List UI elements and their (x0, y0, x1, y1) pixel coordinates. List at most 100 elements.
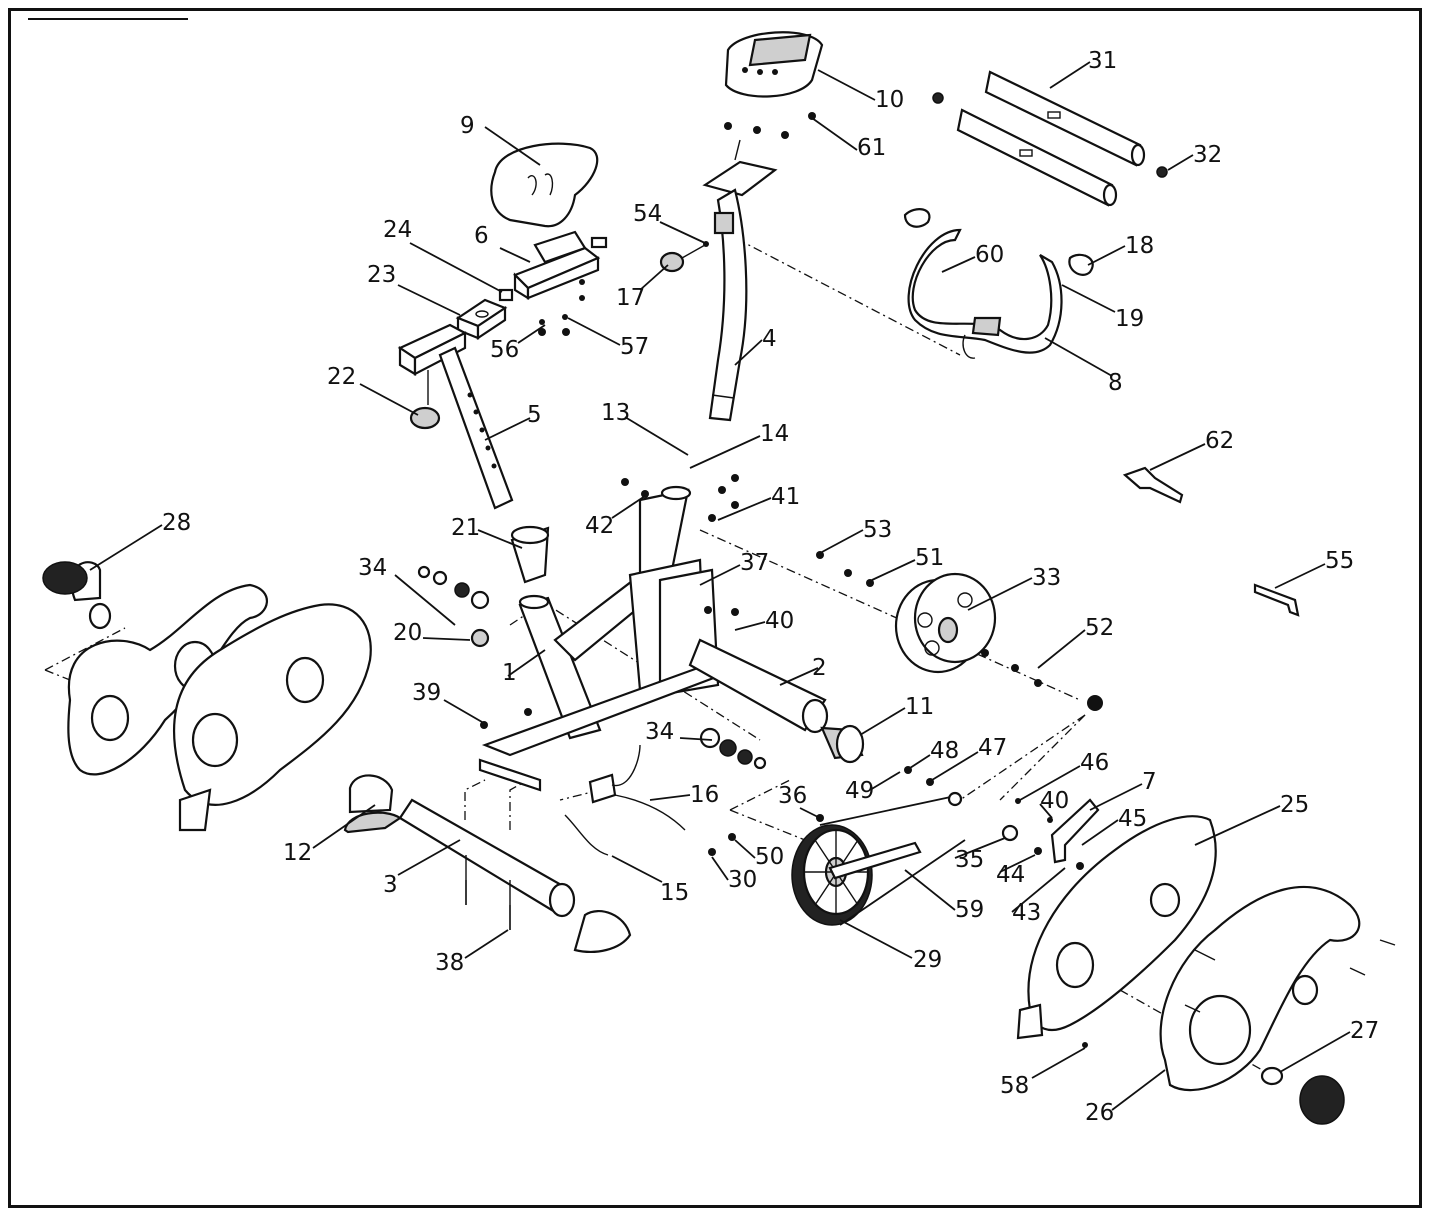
leader-line (1011, 867, 1066, 913)
leader-line (1194, 805, 1281, 846)
part-number-18: 18 (1125, 233, 1154, 259)
part-number-6: 6 (474, 223, 489, 249)
part-number-21: 21 (451, 515, 480, 541)
part-number-33: 33 (1032, 565, 1061, 591)
leader-line (941, 256, 976, 273)
part-number-59: 59 (955, 897, 984, 923)
front-stabilizer (398, 798, 632, 953)
part-number-16: 16 (690, 782, 719, 808)
part-number-56: 56 (490, 337, 519, 363)
part-number-40: 40 (765, 608, 794, 634)
leader-line (484, 417, 531, 441)
idler-bracket (947, 791, 1100, 864)
leader-line (909, 754, 931, 769)
part-number-12: 12 (283, 840, 312, 866)
part-number-40: 40 (1040, 788, 1069, 814)
leader-line (443, 699, 483, 723)
part-number-31: 31 (1088, 48, 1117, 74)
leader-line (1274, 563, 1326, 589)
right-chain-cover (1016, 815, 1217, 1040)
leader-line (484, 126, 541, 166)
leader-line (1019, 765, 1081, 801)
right-pedal (1260, 1066, 1345, 1125)
part-number-43: 43 (1012, 900, 1041, 926)
part-number-49: 49 (845, 778, 874, 804)
leader-line (799, 807, 821, 819)
allen-key (1253, 583, 1300, 617)
leader-line (717, 497, 772, 521)
leader-line (1044, 337, 1113, 377)
part-number-50: 50 (755, 844, 784, 870)
leader-line (859, 707, 906, 736)
part-number-15: 15 (660, 880, 689, 906)
part-number-11: 11 (905, 694, 934, 720)
diagram-frame (8, 8, 1422, 1208)
part-number-32: 32 (1193, 142, 1222, 168)
leader-line (734, 621, 766, 631)
leader-line (811, 117, 858, 151)
leader-line (397, 839, 461, 876)
part-number-2: 2 (812, 655, 827, 681)
part-number-34: 34 (645, 719, 674, 745)
part-number-14: 14 (760, 421, 789, 447)
leader-line (89, 524, 163, 571)
leader-line (1111, 1069, 1166, 1111)
part-number-27: 27 (1350, 1018, 1379, 1044)
leader-line (1167, 154, 1194, 171)
part-number-29: 29 (913, 947, 942, 973)
leader-line (954, 837, 1006, 859)
part-number-39: 39 (412, 680, 441, 706)
leader-line (1089, 783, 1143, 811)
leader-line (611, 855, 663, 883)
leader-line (871, 559, 916, 581)
leader-line (422, 637, 471, 641)
part-number-28: 28 (162, 510, 191, 536)
part-number-53: 53 (863, 517, 892, 543)
leader-line (359, 383, 419, 416)
header-rule (28, 18, 188, 20)
leader-line (779, 667, 819, 686)
leader-line (1037, 629, 1086, 669)
part-number-55: 55 (1325, 548, 1354, 574)
leader-line (499, 247, 531, 263)
part-number-48: 48 (930, 738, 959, 764)
leader-line (409, 242, 503, 293)
leader-line (1049, 61, 1091, 89)
part-number-54: 54 (633, 201, 662, 227)
leader-line (679, 737, 713, 741)
part-number-46: 46 (1080, 750, 1109, 776)
leader-line (464, 929, 509, 959)
leader-line (517, 324, 546, 344)
leader-line (1081, 819, 1119, 846)
seat-clamp-block (455, 298, 508, 341)
handlebar (903, 208, 1094, 359)
leader-line (1279, 1031, 1351, 1073)
right-outer-cover (1159, 885, 1361, 1092)
hardware-fasteners (417, 279, 1396, 1048)
part-number-37: 37 (740, 550, 769, 576)
leader-line (611, 495, 646, 519)
leader-line (734, 339, 763, 366)
part-number-17: 17 (616, 285, 645, 311)
end-cap-rear (820, 724, 865, 764)
part-number-5: 5 (527, 402, 542, 428)
sensor-wire (564, 744, 686, 856)
handlebar-grips (932, 70, 1168, 207)
part-number-41: 41 (771, 484, 800, 510)
leader-line (711, 856, 729, 881)
part-number-58: 58 (1000, 1073, 1029, 1099)
part-number-44: 44 (996, 862, 1025, 888)
part-number-25: 25 (1280, 792, 1309, 818)
leader-line (567, 317, 621, 346)
part-number-8: 8 (1108, 370, 1123, 396)
part-number-13: 13 (601, 400, 630, 426)
part-number-51: 51 (915, 545, 944, 571)
leader-line (821, 529, 864, 553)
tension-knob (659, 241, 709, 273)
belt-pulley (791, 794, 966, 926)
wrench-tool (1122, 466, 1184, 504)
part-number-20: 20 (393, 620, 422, 646)
part-number-60: 60 (975, 242, 1004, 268)
